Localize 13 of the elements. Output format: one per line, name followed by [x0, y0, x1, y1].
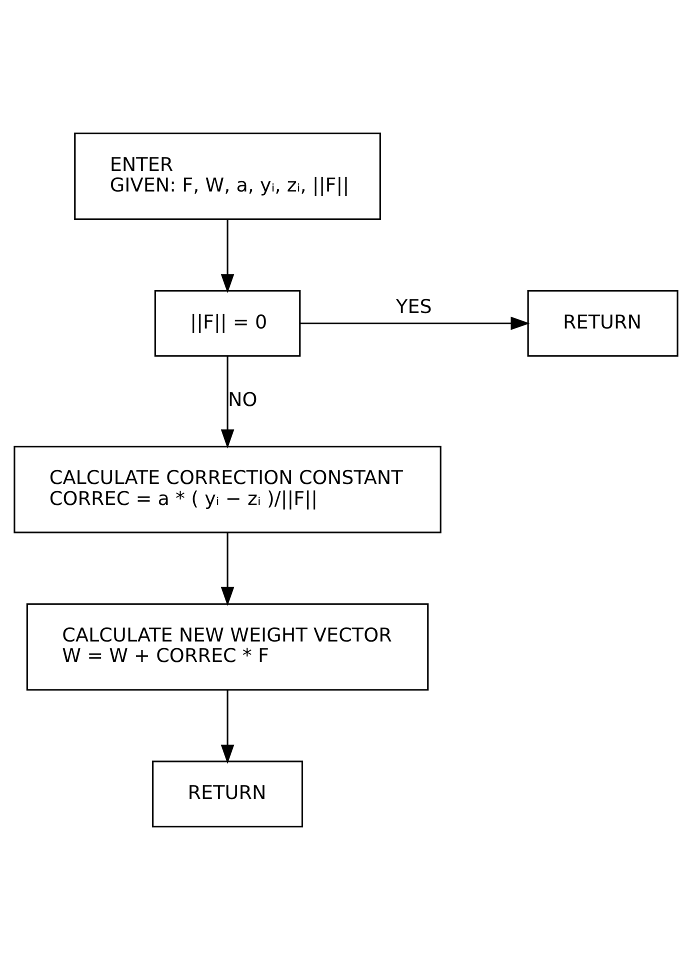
arrow: [220, 690, 234, 764]
node-box: RETURN: [152, 760, 304, 827]
edge-label: YES: [396, 296, 432, 318]
edge-label: NO: [228, 388, 258, 411]
node-box: RETURN: [527, 289, 678, 356]
node-box: ||F|| = 0: [154, 289, 301, 356]
arrow: [220, 219, 234, 293]
node-box: CALCULATE CORRECTION CONSTANT CORREC = a * ( yᵢ − zᵢ )/||F||: [14, 445, 442, 533]
arrow: [300, 316, 530, 330]
arrow: [220, 532, 234, 606]
node-box: ENTER GIVEN: F, W, a, yᵢ, zᵢ, ||F||: [74, 132, 381, 220]
arrow: [220, 356, 234, 448]
node-box: CALCULATE NEW WEIGHT VECTOR W = W + CORREC * F: [26, 602, 429, 690]
